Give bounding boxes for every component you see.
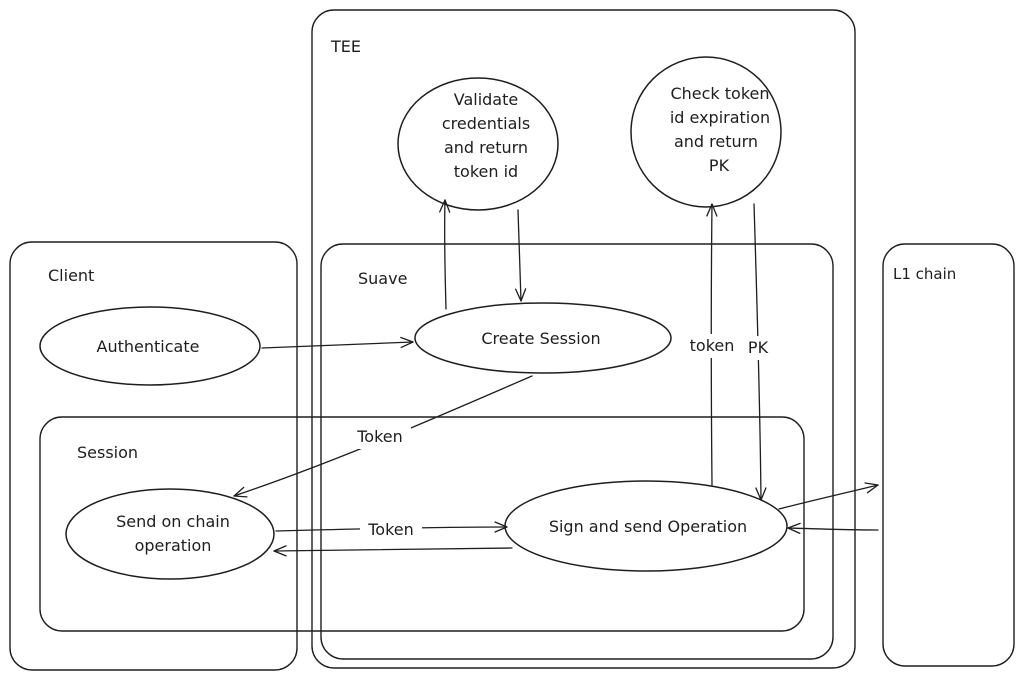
edge-label-token-operation: Token [367, 520, 414, 539]
sign-and-send-node: Sign and send Operation [504, 480, 788, 572]
arrow-sign-to-l1-chain [778, 482, 879, 510]
client-container: Client [9, 241, 298, 671]
session-label: Session [77, 443, 138, 462]
edge-label-token-session: Token [356, 427, 403, 446]
send-on-chain-node: Send on chain operation [65, 488, 275, 580]
authenticate-node: Authenticate [39, 306, 261, 386]
validate-line-1: Validate [454, 90, 518, 109]
suave-label: Suave [358, 269, 407, 288]
arrow-create-to-validate [439, 199, 451, 310]
sign-and-send-label: Sign and send Operation [549, 517, 747, 536]
client-label: Client [48, 266, 94, 285]
arrow-sign-to-send [273, 545, 513, 557]
tee-label: TEE [330, 37, 361, 56]
l1-chain-container: L1 chain [882, 243, 1015, 667]
tee-container: TEE [311, 9, 856, 669]
validate-line-3: and return [444, 138, 528, 157]
create-session-label: Create Session [481, 329, 600, 348]
check-token-node: Check token id expiration and return PK [630, 56, 782, 208]
check-token-line-4: PK [709, 156, 730, 175]
validate-line-4: token id [454, 162, 518, 181]
send-on-chain-line-1: Send on chain [116, 512, 230, 531]
send-on-chain-line-2: operation [135, 536, 212, 555]
check-token-line-2: id expiration [670, 108, 770, 127]
l1-chain-label: L1 chain [893, 265, 956, 283]
arrow-l1-chain-to-sign [787, 522, 879, 535]
edge-label-pk-down: PK [748, 338, 769, 357]
validate-line-2: credentials [442, 114, 530, 133]
validate-credentials-node: Validate credentials and return token id [397, 77, 559, 211]
arrow-validate-to-create [514, 209, 527, 302]
create-session-node: Create Session [414, 302, 672, 374]
authenticate-label: Authenticate [97, 337, 200, 356]
check-token-line-1: Check token [670, 84, 769, 103]
session-container: Session [39, 416, 805, 632]
check-token-line-3: and return [674, 132, 758, 151]
edge-label-token-up: token [690, 336, 735, 355]
suave-container: Suave [320, 243, 834, 660]
arrow-authenticate-to-create [261, 336, 414, 349]
